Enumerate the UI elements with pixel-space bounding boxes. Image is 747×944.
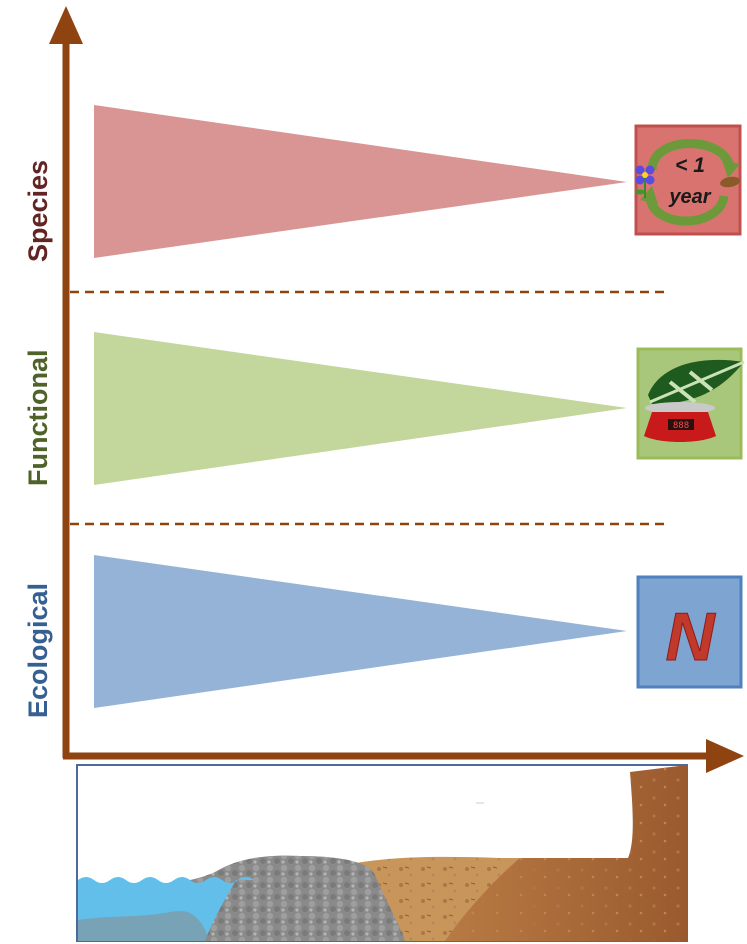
species-wedge <box>94 105 627 258</box>
lifecycle-duration-line2: year <box>668 186 711 208</box>
nitrogen-letter: N <box>665 599 716 675</box>
x-axis <box>63 739 744 773</box>
nitrogen-icon: N <box>636 575 743 689</box>
ecological-axis-label: Ecological <box>23 583 53 718</box>
flower-icon <box>635 165 655 198</box>
species-axis-label: Species <box>23 160 53 262</box>
y-axis <box>49 6 83 758</box>
functional-wedge <box>94 332 627 485</box>
ecological-wedge <box>94 555 627 708</box>
functional-axis-label: Functional <box>23 350 53 487</box>
leaf-on-scale-icon: 888 <box>636 347 745 460</box>
landscape-gradient-illustration <box>76 764 688 942</box>
scale-display: 888 <box>673 421 689 431</box>
lifecycle-icon: < 1 year <box>634 124 742 236</box>
lifecycle-duration-line1: < 1 <box>675 154 705 177</box>
seed-icon <box>720 176 740 188</box>
